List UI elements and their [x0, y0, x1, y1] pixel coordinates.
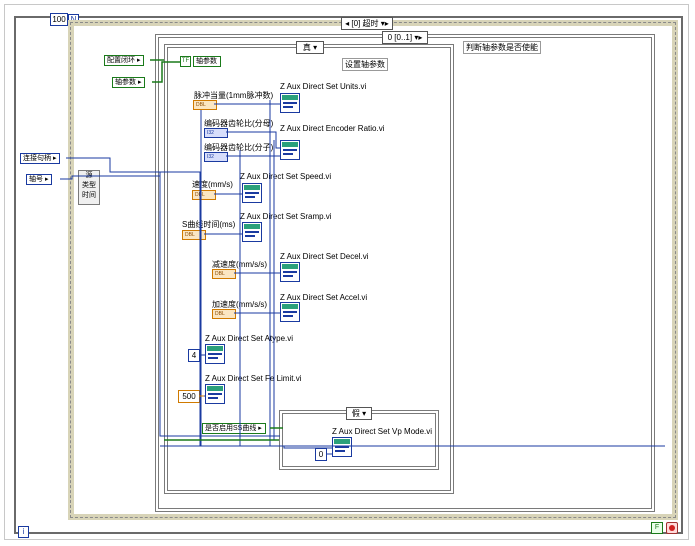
vi-speed-icon[interactable]	[242, 183, 262, 203]
s-curve-time-label: S曲线时间(ms)	[182, 220, 236, 229]
axis-param-inner-terminal[interactable]: 轴参数	[193, 56, 221, 67]
set-axis-params-label: 设置轴参数	[342, 58, 388, 71]
source-node: 源 类型 时间	[78, 170, 100, 205]
sequence-selector[interactable]: ◂ [0] 超时 ▾▸	[341, 17, 393, 30]
config-close-terminal[interactable]: 配置闭环 ▸	[104, 55, 145, 66]
vi-label-accel: Z Aux Direct Set Accel.vi	[280, 293, 368, 302]
s-curve-time-const[interactable]: DBL	[182, 230, 206, 240]
vi-accel-icon[interactable]	[280, 302, 300, 322]
wire-enc-den-in	[226, 131, 280, 149]
pulse-equiv-label: 脉冲当量(1mm脉冲数)	[194, 91, 274, 100]
accel-const[interactable]: DBL	[212, 309, 236, 319]
wire-axis-no	[60, 175, 160, 180]
encoder-ratio-num-label: 编码器齿轮比(分子)	[204, 143, 274, 152]
encoder-ratio-den-label: 编码器齿轮比(分母)	[204, 119, 274, 128]
axis-no-terminal[interactable]: 轴号 ▸	[26, 174, 53, 185]
wire-blue-group	[60, 100, 665, 455]
connect-handle-terminal[interactable]: 连接句柄 ▸	[20, 153, 61, 164]
encoder-ratio-num-const[interactable]: I32	[204, 152, 228, 162]
wire-handle-branch-1	[160, 171, 280, 447]
vi-vp-mode-icon[interactable]	[332, 437, 352, 457]
case-selector-false[interactable]: 假 ▾	[346, 407, 372, 420]
vi-label-fe-limit: Z Aux Direct Set Fe Limit.vi	[205, 374, 302, 383]
decel-const[interactable]: DBL	[212, 269, 236, 279]
loop-index-terminal: i	[18, 526, 29, 538]
wire-vp-bus	[283, 446, 332, 449]
wire-green-group	[150, 59, 283, 441]
block-diagram-frame	[4, 4, 689, 540]
case-false-dropdown-icon[interactable]: ▾	[362, 409, 367, 418]
vi-sramp-icon[interactable]	[242, 222, 262, 242]
stop-icon[interactable]	[666, 522, 678, 534]
wire-connect-handle	[66, 157, 280, 437]
loop-count-terminal[interactable]: 100	[50, 13, 68, 26]
source-time-item: 时间	[82, 192, 96, 199]
vi-encoder-ratio-icon[interactable]	[280, 140, 300, 160]
vi-label-encoder-ratio: Z Aux Direct Encoder Ratio.vi	[280, 124, 385, 133]
source-type-item: 类型	[82, 182, 96, 189]
case-true-dropdown-icon[interactable]: ▾	[313, 43, 318, 52]
case-selector-true[interactable]: 真 ▾	[296, 41, 324, 54]
vi-label-speed: Z Aux Direct Set Speed.vi	[240, 172, 332, 181]
case-comment: 判断轴参数是否使能	[463, 41, 541, 54]
vi-label-sramp: Z Aux Direct Set Sramp.vi	[240, 212, 332, 221]
selector-left-arrow-icon[interactable]: ◂	[345, 19, 350, 28]
stop-terminal[interactable]: F	[651, 522, 663, 534]
vi-label-atype: Z Aux Direct Set Atype.vi	[205, 334, 294, 343]
vi-label-units: Z Aux Direct Set Units.vi	[280, 82, 367, 91]
vi-units-icon[interactable]	[280, 93, 300, 113]
speed-label: 速度(mm/s)	[192, 180, 233, 189]
case-bool-terminal: TF	[180, 56, 191, 67]
encoder-ratio-den-const[interactable]: I32	[204, 128, 228, 138]
case-dropdown-icon[interactable]: ▾▸	[414, 33, 423, 42]
vi-atype-icon[interactable]	[205, 344, 225, 364]
wire-axis-param-left	[152, 61, 180, 83]
vi-label-decel: Z Aux Direct Set Decel.vi	[280, 252, 369, 261]
vi-label-vp-mode: Z Aux Direct Set Vp Mode.vi	[332, 427, 433, 436]
axis-param-left-terminal[interactable]: 轴参数 ▸	[112, 77, 146, 88]
vi-decel-icon[interactable]	[280, 262, 300, 282]
vi-fe-limit-icon[interactable]	[205, 384, 225, 404]
selector-dropdown-icon[interactable]: ▾▸	[380, 19, 389, 28]
pulse-equiv-const[interactable]: DBL	[193, 100, 217, 110]
case-selector-outer[interactable]: 0 [0..1] ▾▸	[382, 31, 428, 44]
ss-curve-terminal[interactable]: 是否启用SS曲线 ▸	[202, 423, 266, 434]
